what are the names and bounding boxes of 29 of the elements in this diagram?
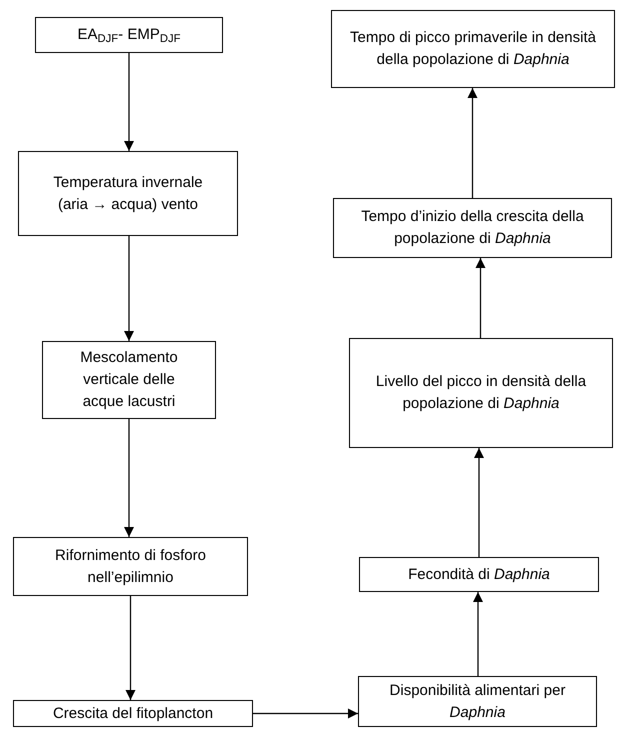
box-text: Disponibilità alimentari per Daphnia xyxy=(388,680,566,722)
process-box xyxy=(13,700,253,727)
box-text: Livello del picco in densità della popolazione di Daphnia xyxy=(374,372,588,414)
arrow xyxy=(474,448,484,557)
arrow xyxy=(476,258,486,338)
arrow xyxy=(124,53,134,151)
arrow xyxy=(124,236,134,341)
arrow xyxy=(468,88,478,198)
box-text: Temperatura invernale (aria → acqua) vento xyxy=(52,172,204,214)
process-box xyxy=(13,537,248,596)
box-text: Rifornimento di fosforo nell’epilimnio xyxy=(54,546,207,588)
arrow xyxy=(124,419,134,537)
process-box xyxy=(42,341,216,419)
process-box xyxy=(35,17,223,53)
process-box xyxy=(331,10,615,88)
box-text: Fecondità di Daphnia xyxy=(408,564,550,585)
process-box xyxy=(349,338,613,448)
process-box xyxy=(359,557,599,592)
box-text: Tempo d’inizio della crescita della popolazione di Daphnia xyxy=(360,207,585,249)
box-text: Tempo di picco primaverile in densità della popolazione di Daphnia xyxy=(349,28,597,70)
arrow xyxy=(126,596,136,700)
box-text: Mescolamento verticale delle acque lacustri xyxy=(79,348,179,412)
arrow xyxy=(473,592,483,676)
box-text: EA$_{DJF}$- EMP$_{DJF}$ xyxy=(78,25,180,46)
process-box xyxy=(358,676,597,727)
arrow xyxy=(253,708,358,718)
process-box xyxy=(333,198,612,258)
process-box xyxy=(18,151,238,236)
box-text: Crescita del fitoplancton xyxy=(52,704,214,724)
